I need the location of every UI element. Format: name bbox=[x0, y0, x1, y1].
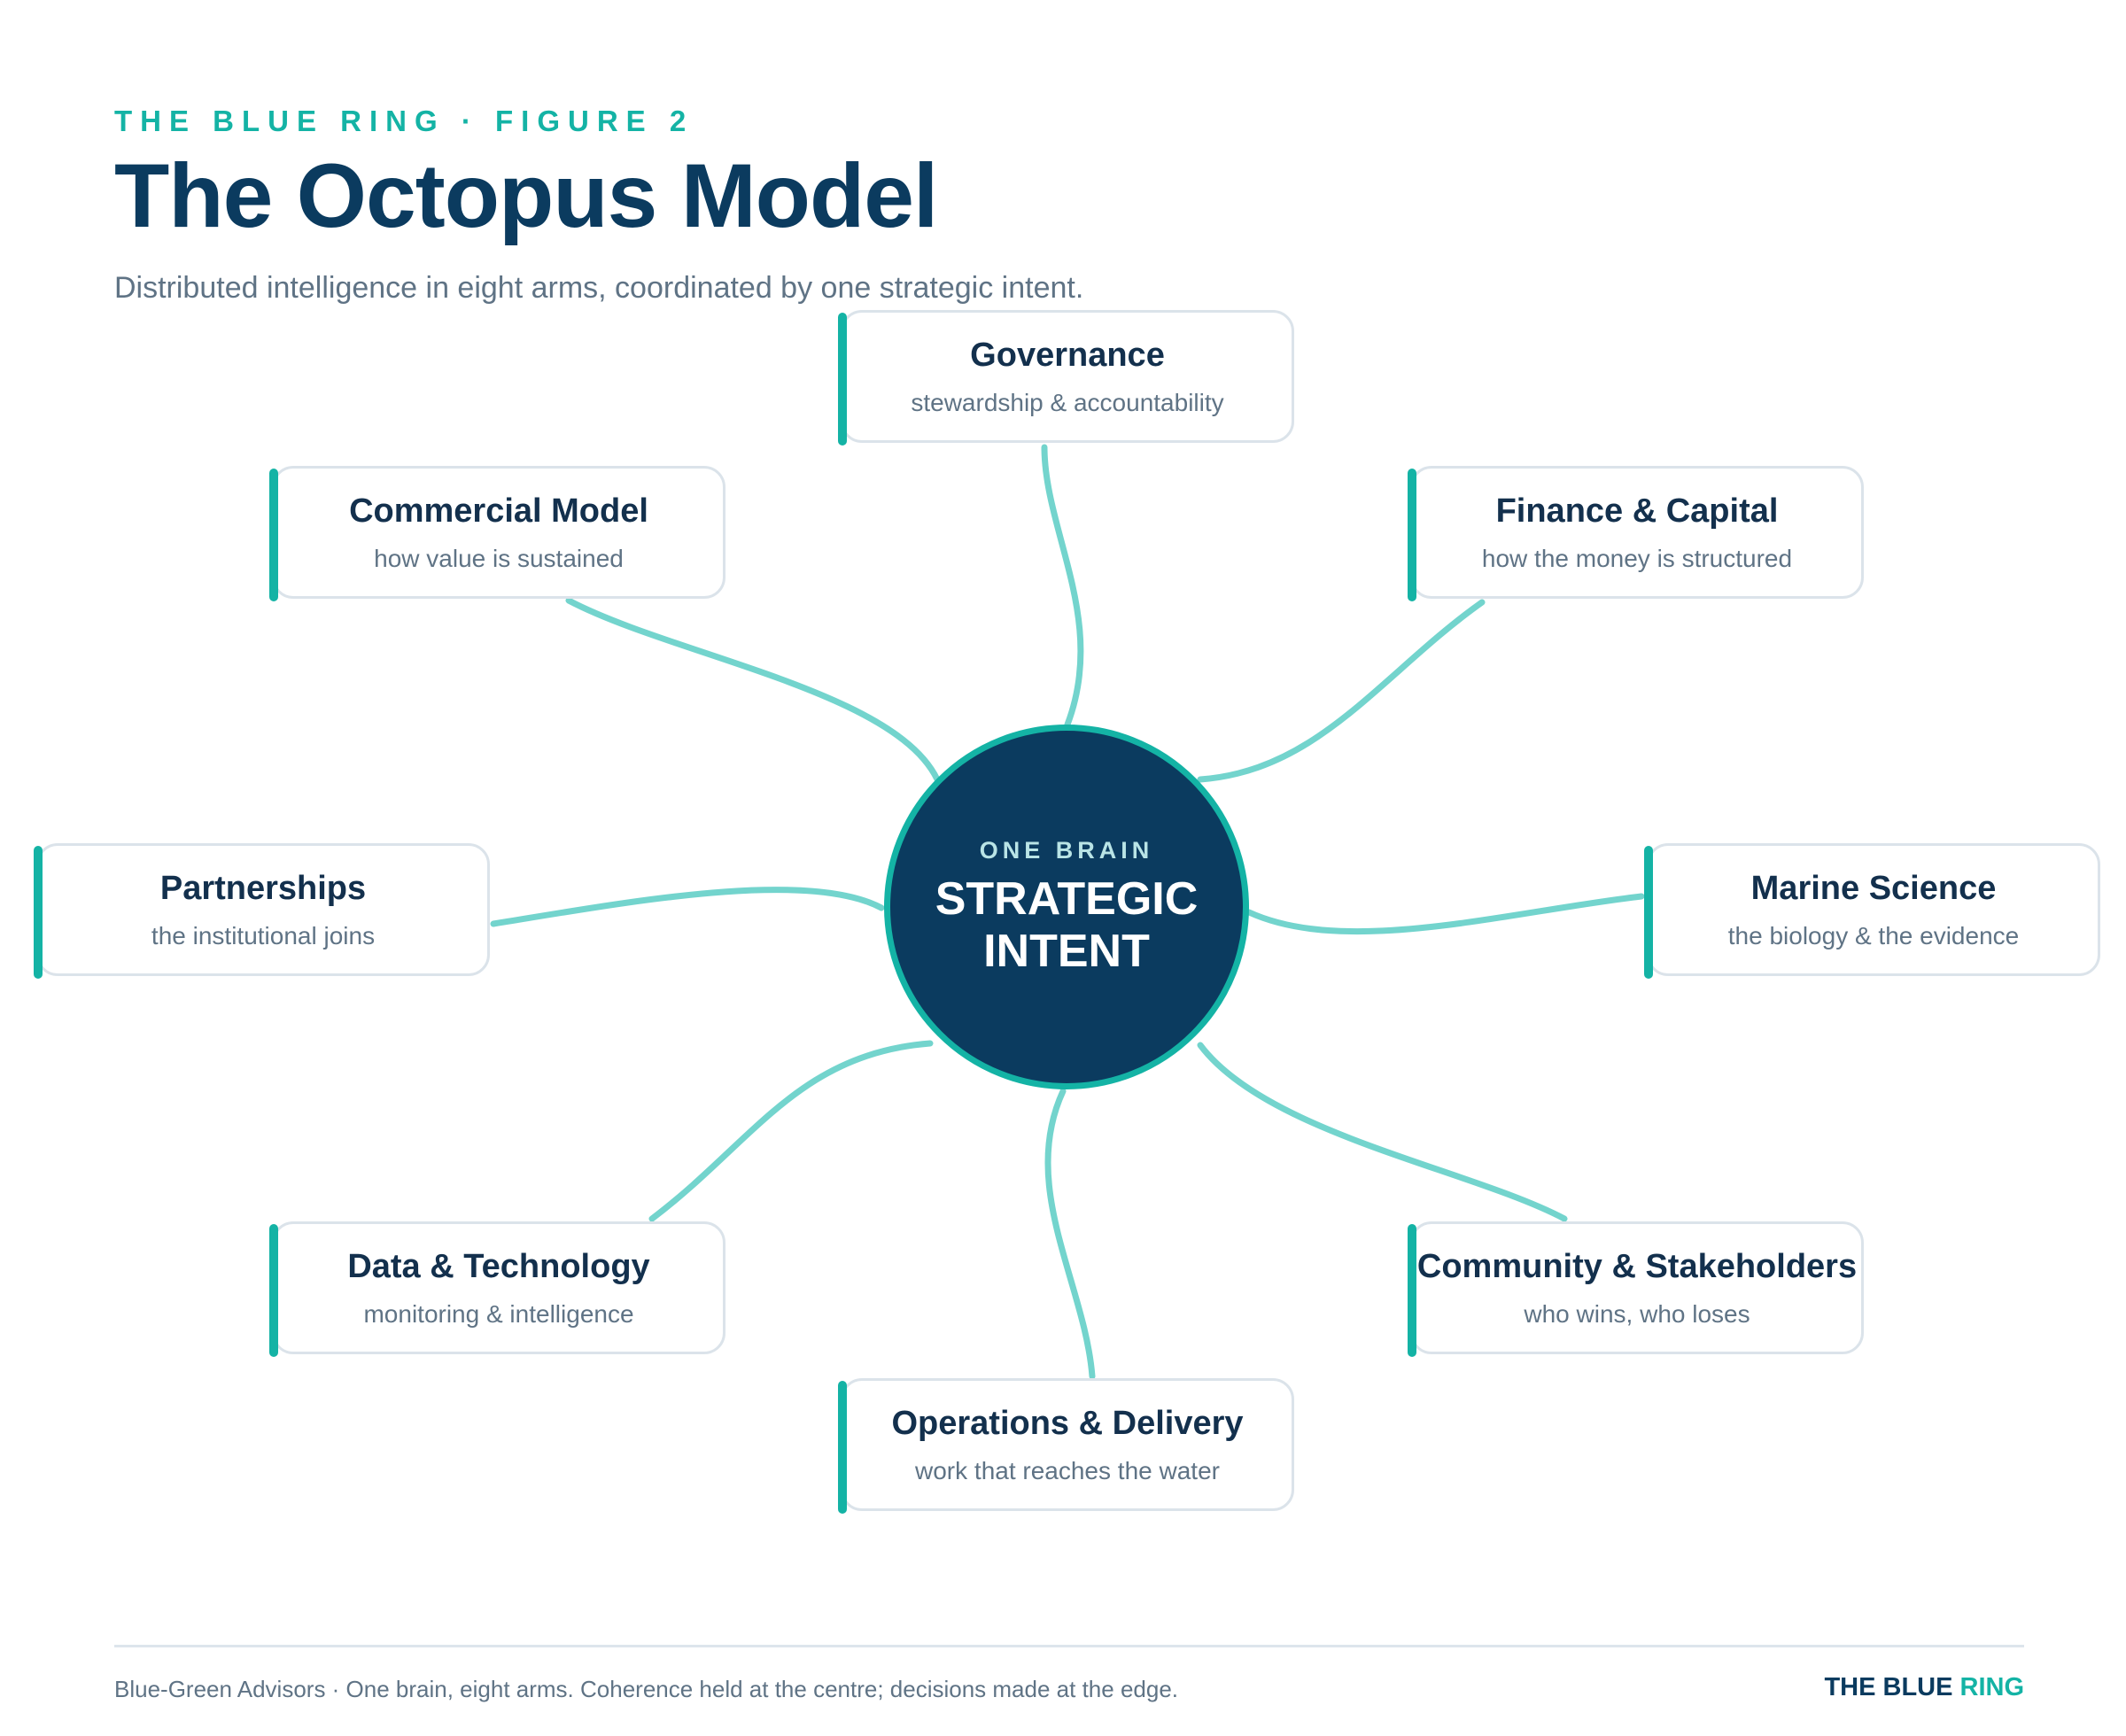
brand-word-1: THE BLUE bbox=[1824, 1673, 1953, 1701]
page-subtitle: Distributed intelligence in eight arms, … bbox=[114, 271, 1084, 305]
arm-description: work that reaches the water bbox=[915, 1456, 1220, 1484]
arm-line-commercial bbox=[565, 597, 941, 783]
arm-card-partnerships: Partnerships the institutional joins bbox=[34, 843, 490, 979]
arm-description: how value is sustained bbox=[374, 544, 624, 572]
page-title: The Octopus Model bbox=[114, 145, 938, 246]
arm-line-marine-science bbox=[1245, 893, 1645, 935]
arm-card-marine-science: Marine Science the biology & the evidenc… bbox=[1644, 843, 2100, 979]
arm-description: the biology & the evidence bbox=[1727, 921, 2020, 949]
arm-description: monitoring & intelligence bbox=[363, 1299, 634, 1328]
arm-label: Partnerships bbox=[159, 869, 367, 907]
arm-card-community-stakeholders: Community & Stakeholders who wins, who l… bbox=[1408, 1221, 1864, 1357]
arm-line-community bbox=[1197, 1042, 1568, 1222]
brand-word-2: RING bbox=[1959, 1673, 2025, 1701]
arm-line-data-technology bbox=[648, 1040, 934, 1222]
arm-card-commercial-model: Commercial Model how value is sustained bbox=[269, 466, 725, 601]
footer-brand-logo: THE BLUE RING bbox=[1824, 1673, 2024, 1702]
arm-label: Data & Technology bbox=[347, 1247, 650, 1285]
arm-line-partnerships bbox=[490, 887, 885, 927]
arm-card-governance: Governance stewardship & accountability bbox=[838, 310, 1294, 446]
card-accent-bar bbox=[1408, 469, 1416, 601]
arm-line-operations bbox=[1044, 1088, 1096, 1380]
footer-caption: Blue-Green Advisors · One brain, eight a… bbox=[114, 1676, 1179, 1702]
header: THE BLUE RING · FIGURE 2 The Octopus Mod… bbox=[114, 105, 1083, 306]
card-accent-bar bbox=[269, 469, 278, 601]
arm-line-governance bbox=[1041, 444, 1084, 728]
arm-label: Governance bbox=[970, 336, 1165, 374]
card-accent-bar bbox=[838, 1381, 847, 1514]
card-accent-bar bbox=[1644, 846, 1653, 979]
card-accent-bar bbox=[1408, 1224, 1416, 1357]
arm-description: stewardship & accountability bbox=[911, 388, 1224, 416]
arm-label: Community & Stakeholders bbox=[1416, 1247, 1858, 1285]
strategic-intent-hub: ONE BRAIN STRATEGIC INTENT bbox=[884, 725, 1249, 1089]
figure-kicker: THE BLUE RING · FIGURE 2 bbox=[114, 105, 694, 137]
arm-label: Operations & Delivery bbox=[891, 1404, 1244, 1442]
hub-kicker: ONE BRAIN bbox=[979, 837, 1154, 864]
arm-card-finance-capital: Finance & Capital how the money is struc… bbox=[1408, 466, 1864, 601]
arm-label: Commercial Model bbox=[349, 492, 648, 530]
card-accent-bar bbox=[838, 313, 847, 446]
arm-card-data-technology: Data & Technology monitoring & intellige… bbox=[269, 1221, 725, 1357]
card-accent-bar bbox=[269, 1224, 278, 1357]
footer-divider bbox=[114, 1645, 2024, 1647]
arm-label: Finance & Capital bbox=[1495, 492, 1779, 530]
hub-title: STRATEGIC INTENT bbox=[935, 873, 1199, 976]
hub-title-line-1: STRATEGIC bbox=[935, 873, 1199, 926]
arm-label: Marine Science bbox=[1750, 869, 1997, 907]
hub-title-line-2: INTENT bbox=[983, 925, 1150, 977]
card-accent-bar bbox=[34, 846, 43, 979]
arm-line-finance bbox=[1197, 599, 1486, 783]
arm-description: the institutional joins bbox=[151, 921, 376, 949]
arm-card-operations-delivery: Operations & Delivery work that reaches … bbox=[838, 1378, 1294, 1514]
arm-description: who wins, who loses bbox=[1524, 1299, 1750, 1328]
arm-description: how the money is structured bbox=[1481, 544, 1793, 572]
